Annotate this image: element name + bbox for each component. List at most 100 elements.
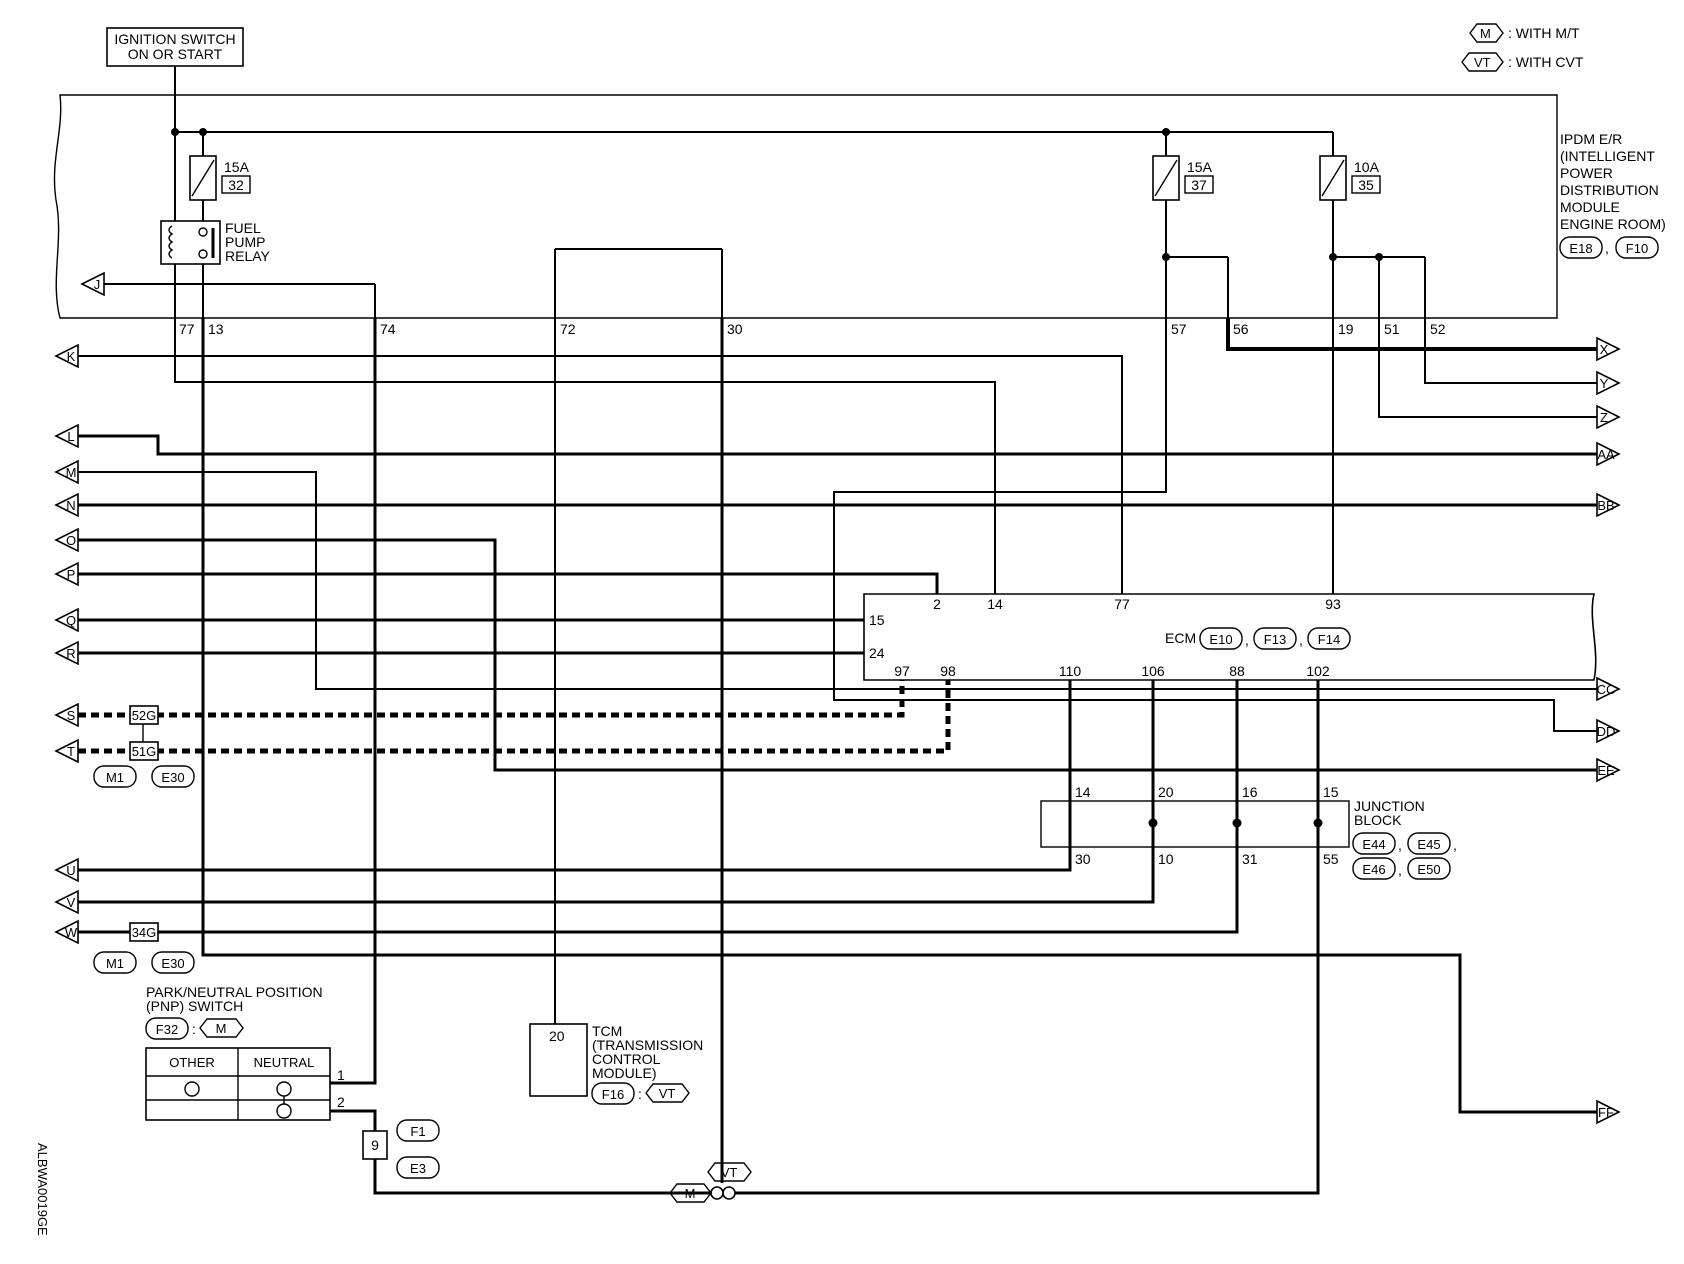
- pnp-col-other: OTHER: [169, 1055, 215, 1070]
- pnp-option-separator: :: [192, 1021, 196, 1037]
- joint-connector-f1-text: F1: [410, 1124, 425, 1139]
- left-arrow-n-label: N: [66, 498, 75, 513]
- left-arrow-j-label: J: [94, 277, 101, 292]
- legend-cvt-symbol-text: VT: [1474, 55, 1491, 70]
- tcm-pin-20: 20: [549, 1028, 565, 1044]
- junction-connector-e44-text: E44: [1362, 837, 1385, 852]
- ecm-pin-24: 24: [869, 645, 885, 661]
- left-arrow-t-label: T: [67, 744, 75, 759]
- ecm-connector-separator-2: ,: [1299, 632, 1303, 648]
- left-arrow-w: W: [54, 919, 79, 945]
- ignition-switch-box: IGNITION SWITCH ON OR START: [106, 27, 244, 67]
- joint-connector-e3: [396, 1156, 440, 1179]
- legend-mt-label: : WITH M/T: [1508, 25, 1580, 41]
- junction-pin-15: 15: [1323, 784, 1339, 800]
- ipdm-label-line6: ENGINE ROOM): [1560, 216, 1666, 232]
- ipdm-label-line2: (INTELLIGENT: [1560, 148, 1655, 164]
- junction-connector-separator-2: ,: [1453, 837, 1457, 853]
- ecm-connector-f14: [1307, 627, 1351, 650]
- fuse-32: 15A 32: [189, 155, 251, 201]
- ipdm-label-line3: POWER: [1560, 165, 1613, 181]
- right-arrow-cc: CC: [1596, 676, 1621, 702]
- right-arrow-x-label: X: [1600, 342, 1609, 357]
- right-arrow-ee: EE: [1596, 757, 1621, 783]
- splice-34g: 34G: [129, 922, 159, 942]
- ecm-pin-97: 97: [894, 663, 910, 679]
- left-arrow-u-label: U: [66, 863, 75, 878]
- splice-34g-label: 34G: [132, 925, 157, 940]
- ignition-switch-sublabel: ON OR START: [128, 46, 223, 62]
- splice-51g-label: 51G: [132, 744, 157, 759]
- ground-terminal-left: [710, 1186, 724, 1200]
- ecm-pin-15: 15: [869, 612, 885, 628]
- ecm-label: ECM: [1165, 630, 1196, 646]
- left-arrow-m: M: [54, 459, 79, 485]
- right-arrow-dd-label: DD: [1597, 724, 1616, 739]
- tcm-label-line4: MODULE): [592, 1065, 657, 1081]
- splice-52g: 52G: [129, 705, 159, 725]
- tcm-option-separator: :: [638, 1086, 642, 1102]
- tcm-option-cvt: [645, 1083, 690, 1103]
- splice-34g-connector-m1: [93, 951, 137, 974]
- junction-block-label-line2: BLOCK: [1354, 812, 1402, 828]
- ipdm-connector-f10: [1615, 236, 1659, 259]
- left-arrow-l: L: [54, 423, 79, 449]
- junction-pin-20: 20: [1158, 784, 1174, 800]
- ipdm-pin-19: 19: [1338, 321, 1354, 337]
- ipdm-pin-56: 56: [1233, 321, 1249, 337]
- right-arrow-dd: DD: [1596, 718, 1621, 744]
- ecm-pin-93: 93: [1325, 596, 1341, 612]
- splice-connector-m1-text: M1: [106, 770, 124, 785]
- fuse-35-rating: 10A: [1354, 159, 1380, 175]
- splice-52g-label: 52G: [132, 708, 157, 723]
- right-arrow-ee-label: EE: [1597, 763, 1615, 778]
- left-arrow-k-label: K: [67, 349, 76, 364]
- tcm-label-line2: (TRANSMISSION: [592, 1037, 703, 1053]
- left-arrow-p-label: P: [67, 567, 76, 582]
- fuse-32-number: 32: [228, 177, 244, 193]
- ipdm-box-outline: [53, 94, 1558, 319]
- right-arrow-bb-label: BB: [1597, 498, 1614, 513]
- pnp-switch-label-line2: (PNP) SWITCH: [146, 998, 243, 1014]
- ground-option-mt-text: M: [685, 1186, 696, 1201]
- left-arrow-v: V: [54, 889, 79, 915]
- splice-connector-e30-text: E30: [161, 770, 184, 785]
- junction-block-label-line1: JUNCTION: [1354, 798, 1425, 814]
- fuel-pump-relay-line3: RELAY: [225, 248, 271, 264]
- pnp-option-mt: [199, 1018, 244, 1038]
- splice-connector-m1: [93, 765, 137, 788]
- fuse-35-number-box: [1351, 175, 1381, 194]
- fuel-pump-relay-line1: FUEL: [225, 220, 261, 236]
- joint-connector-f1: [396, 1119, 440, 1142]
- junction-connector-e46-text: E46: [1362, 862, 1385, 877]
- junction-connector-separator-1: ,: [1398, 837, 1402, 853]
- junction-connector-e44: [1352, 832, 1396, 855]
- ecm-box: ECM E10 , F13 , F14 2 14 77 93 15 24 97 …: [863, 593, 1597, 681]
- fuel-pump-relay-line2: PUMP: [225, 234, 265, 250]
- ground-option-selector: VT M: [669, 1162, 752, 1203]
- junction-pin-16: 16: [1242, 784, 1258, 800]
- tcm-connector-f16: [591, 1082, 635, 1105]
- left-arrow-q: Q: [54, 607, 79, 633]
- pnp-option-mt-text: M: [216, 1021, 227, 1036]
- ecm-pin-2: 2: [933, 596, 941, 612]
- ipdm-pin-52: 52: [1430, 321, 1446, 337]
- left-arrow-n: N: [54, 492, 79, 518]
- joint-pin-9: 9: [371, 1137, 379, 1153]
- ground-terminal-right: [722, 1186, 736, 1200]
- left-arrow-o: O: [54, 527, 79, 553]
- ignition-switch-label: IGNITION SWITCH: [114, 31, 235, 47]
- right-arrow-aa: AA: [1596, 441, 1621, 467]
- junction-block: 14 20 16 15 30 10 31 55 JUNCTION BLOCK E…: [1040, 784, 1457, 880]
- ecm-connector-f13-text: F13: [1264, 632, 1286, 647]
- junction-connector-e50-text: E50: [1417, 862, 1440, 877]
- ecm-pin-110: 110: [1059, 663, 1082, 679]
- junction-connector-e50: [1407, 857, 1451, 880]
- junction-pin-31: 31: [1242, 851, 1258, 867]
- junction-pin-14: 14: [1075, 784, 1091, 800]
- tcm: 20 TCM (TRANSMISSION CONTROL MODULE) F16…: [529, 1023, 703, 1105]
- ecm-pin-77: 77: [1114, 596, 1130, 612]
- fuse-35: 10A 35: [1319, 155, 1381, 201]
- left-arrow-m-label: M: [66, 465, 77, 480]
